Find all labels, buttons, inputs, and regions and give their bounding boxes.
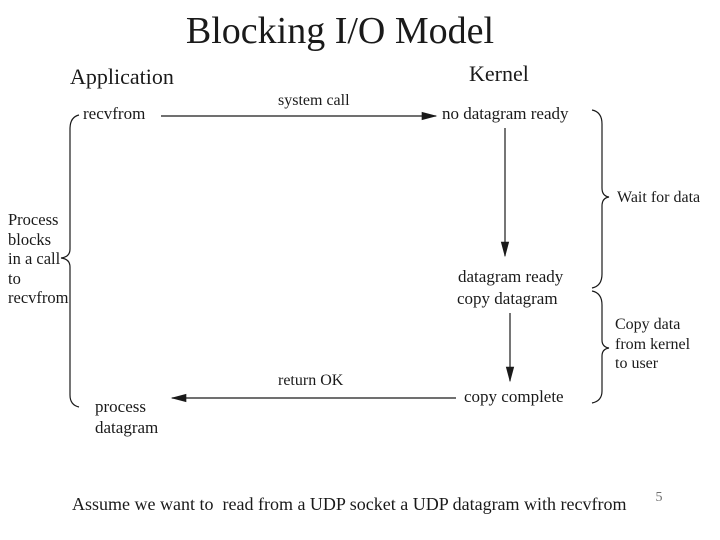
slide-title: Blocking I/O Model [185, 10, 495, 52]
process-blocks-label-line: in a call [8, 249, 61, 268]
application-header: Application [70, 64, 174, 89]
copy-data-brace [591, 290, 610, 404]
node-no-datagram-ready: no datagram ready [442, 104, 569, 123]
node-recvfrom: recvfrom [83, 104, 146, 123]
footer-note-line1: Assume we want to read from a UDP socket… [72, 494, 627, 514]
wait-for-data-label: Wait for data [617, 189, 701, 206]
process-blocks-label-line: blocks [8, 229, 52, 249]
kernel-header: Kernel [469, 61, 529, 86]
return-ok-label: return OK [278, 372, 344, 389]
process-blocks-label-line: to [8, 268, 21, 288]
node-process-datagram-line2: datagram [95, 418, 159, 437]
process-blocks-label-line: recvfrom [8, 288, 69, 307]
copy-data-label-line: from kernel [615, 335, 691, 353]
footer-note: Assume we want to read from a UDP socket… [72, 444, 627, 540]
copy-data-label: Copy data from kernel to user [615, 315, 690, 374]
process-blocks-label-line: Process [8, 210, 59, 229]
node-process-datagram-line1: process [95, 397, 146, 416]
system-call-label: system call [278, 92, 350, 109]
node-copy-complete: copy complete [464, 387, 564, 406]
copy-data-label-line: to user [615, 355, 659, 372]
copy-data-label-line: Copy data [615, 316, 681, 333]
node-copy-datagram: copy datagram [457, 289, 558, 308]
node-datagram-ready: datagram ready [458, 267, 564, 286]
process-blocks-label: Process blocks in a call to recvfrom [8, 210, 68, 308]
process-blocks-brace [60, 114, 80, 408]
node-process-datagram: process datagram [95, 396, 158, 438]
wait-for-data-brace [591, 109, 610, 289]
page-number: 5 [655, 490, 663, 505]
